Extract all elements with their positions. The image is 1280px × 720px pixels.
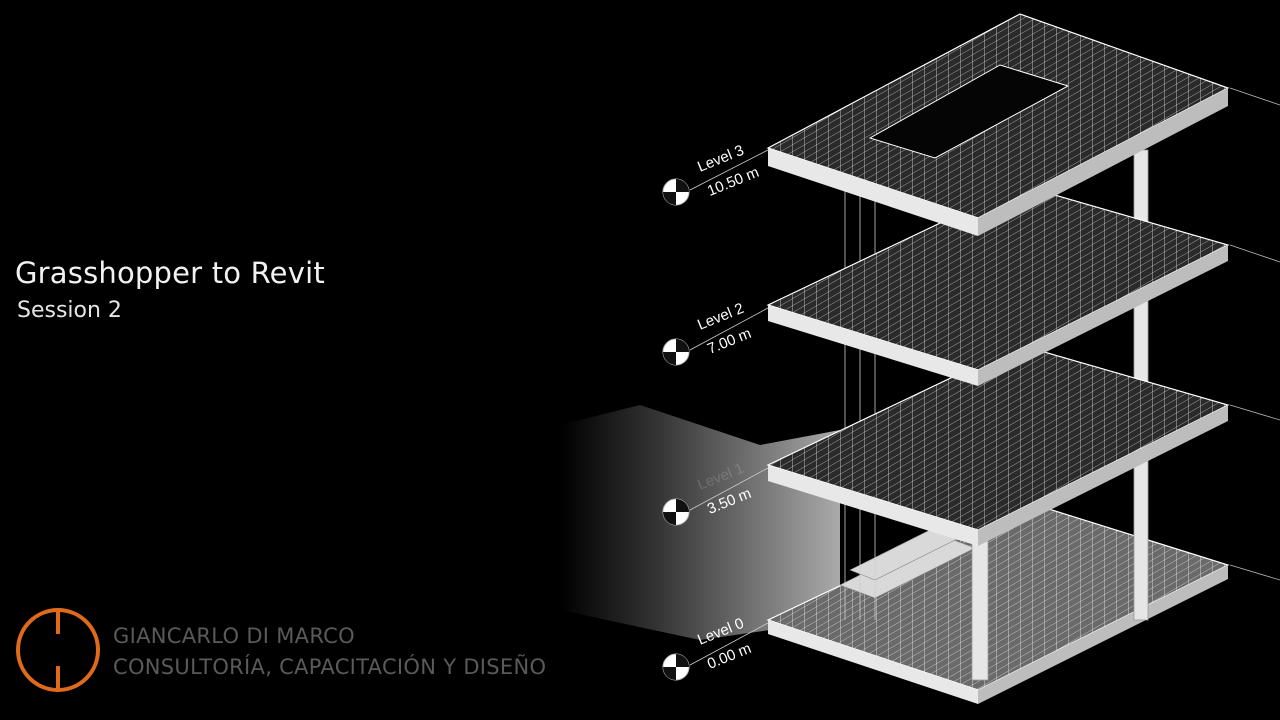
shadow-wash — [560, 405, 840, 640]
level-marker-1 — [662, 467, 769, 526]
level-marker-0 — [662, 622, 769, 681]
level-elevation: 7.00 m — [705, 325, 754, 358]
level-marker-icon — [662, 338, 690, 366]
slab-level-0 — [766, 499, 1230, 704]
brand-tagline: CONSULTORÍA, CAPACITACIÓN Y DISEÑO — [113, 655, 547, 679]
page-subtitle: Session 2 — [17, 298, 122, 323]
level-marker-icon — [662, 178, 690, 206]
gdm-logo-icon — [16, 608, 100, 692]
slab-level-3 — [766, 13, 1230, 236]
level-marker-icon — [662, 653, 690, 681]
slab-level-2 — [766, 184, 1230, 386]
brand-name: GIANCARLO DI MARCO — [113, 624, 355, 648]
level-marker-3 — [662, 149, 769, 206]
level-marker-2 — [662, 307, 769, 366]
level-elevation: 0.00 m — [705, 640, 754, 673]
slab-level-1 — [766, 344, 1230, 546]
level-marker-icon — [662, 498, 690, 526]
page-title: Grasshopper to Revit — [15, 256, 325, 290]
